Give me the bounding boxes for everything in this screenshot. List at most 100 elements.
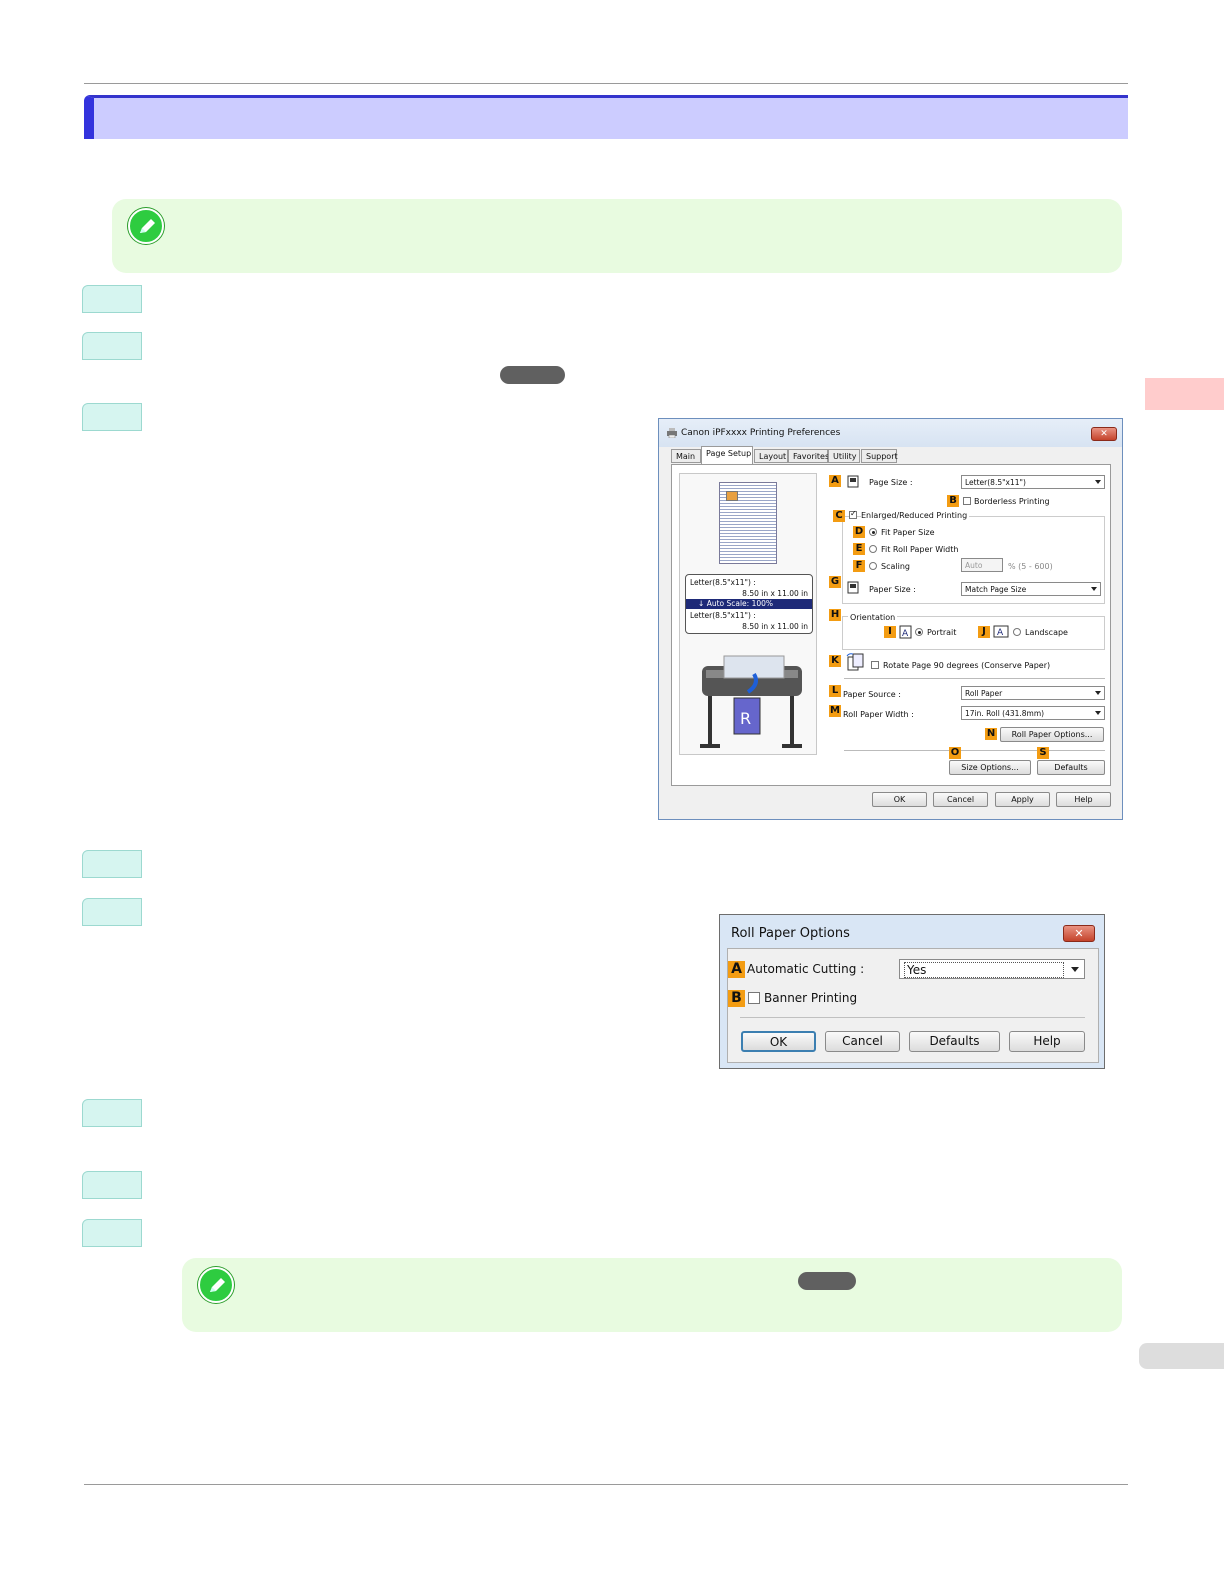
tab-main[interactable]: Main bbox=[671, 449, 701, 463]
tab-page-setup[interactable]: Page Setup bbox=[701, 446, 753, 464]
apply-button[interactable]: Apply bbox=[995, 792, 1050, 807]
chevron-down-icon bbox=[1095, 691, 1101, 695]
paper-size-value: Match Page Size bbox=[965, 585, 1027, 594]
section-header-bar bbox=[84, 95, 1128, 139]
fit-paper-size-radio[interactable] bbox=[869, 528, 877, 536]
dialog-body: A Automatic Cutting : Yes B Banner Print… bbox=[727, 948, 1099, 1063]
note-pencil-icon bbox=[198, 1267, 234, 1303]
chevron-down-icon bbox=[1095, 480, 1101, 484]
landscape-radio[interactable] bbox=[1013, 628, 1021, 636]
step-badge-6 bbox=[82, 1099, 142, 1127]
key-g: G bbox=[829, 576, 841, 588]
step-badge-1 bbox=[82, 285, 142, 313]
key-m: M bbox=[829, 705, 841, 717]
down-arrow-icon: ↓ bbox=[698, 599, 705, 608]
key-c: C bbox=[833, 510, 845, 522]
roll-width-select[interactable]: 17in. Roll (431.8mm) bbox=[961, 706, 1105, 720]
landscape-label: Landscape bbox=[1025, 628, 1068, 637]
borderless-label: Borderless Printing bbox=[974, 497, 1050, 506]
size-options-button[interactable]: Size Options... bbox=[949, 760, 1031, 775]
defaults-button[interactable]: Defaults bbox=[909, 1031, 1000, 1052]
key-l: L bbox=[829, 685, 841, 697]
banner-printing-label: Banner Printing bbox=[764, 991, 858, 1005]
chevron-down-icon bbox=[1095, 711, 1101, 715]
tab-layout[interactable]: Layout bbox=[754, 449, 788, 463]
scaling-value: Auto bbox=[965, 561, 983, 570]
step-badge-3 bbox=[82, 403, 142, 431]
paper-source-label: Paper Source : bbox=[843, 690, 901, 699]
portrait-radio[interactable] bbox=[915, 628, 923, 636]
tab-utility[interactable]: Utility bbox=[828, 449, 860, 463]
preview-output-size: Letter(8.5"x11") : bbox=[690, 611, 756, 620]
reference-link-pill[interactable] bbox=[500, 366, 565, 384]
preview-size-info: Letter(8.5"x11") : 8.50 in x 11.00 in ↓ … bbox=[685, 574, 813, 634]
enlarged-checkbox[interactable]: ✓ bbox=[849, 509, 857, 519]
cancel-button[interactable]: Cancel bbox=[825, 1031, 900, 1052]
ok-button[interactable]: OK bbox=[872, 792, 927, 807]
tab-support[interactable]: Support bbox=[861, 449, 898, 463]
auto-scale-text: Auto Scale: 100% bbox=[706, 599, 774, 608]
portrait-icon: A bbox=[899, 625, 912, 639]
note-box bbox=[112, 199, 1122, 273]
step-badge-7 bbox=[82, 1171, 142, 1199]
printing-preferences-dialog: Canon iPFxxxx Printing Preferences ✕ Mai… bbox=[658, 418, 1123, 820]
preview-output-dims: 8.50 in x 11.00 in bbox=[742, 622, 808, 631]
auto-scale-bar: ↓ Auto Scale: 100% bbox=[686, 599, 812, 609]
preview-source-size: Letter(8.5"x11") : bbox=[690, 578, 756, 587]
rotate-page-label: Rotate Page 90 degrees (Conserve Paper) bbox=[883, 661, 1051, 670]
page-preview-thumbnail bbox=[719, 482, 777, 564]
chevron-down-icon bbox=[1091, 587, 1097, 591]
banner-printing-checkbox[interactable] bbox=[748, 992, 760, 1004]
cancel-button[interactable]: Cancel bbox=[933, 792, 988, 807]
help-button[interactable]: Help bbox=[1056, 792, 1111, 807]
key-e: E bbox=[853, 543, 865, 555]
paper-size-select[interactable]: Match Page Size bbox=[961, 582, 1101, 596]
key-o: O bbox=[949, 747, 961, 759]
scaling-radio[interactable] bbox=[869, 562, 877, 570]
paper-source-value: Roll Paper bbox=[965, 689, 1003, 698]
defaults-button[interactable]: Defaults bbox=[1037, 760, 1105, 775]
page-size-select[interactable]: Letter(8.5"x11") bbox=[961, 475, 1105, 489]
fit-roll-width-radio[interactable] bbox=[869, 545, 877, 553]
landscape-icon: A bbox=[993, 625, 1009, 638]
fit-paper-size-label: Fit Paper Size bbox=[881, 528, 935, 537]
printer-illustration: R bbox=[700, 655, 802, 748]
rotate-page-checkbox[interactable] bbox=[871, 661, 879, 669]
chevron-down-icon bbox=[1071, 967, 1079, 972]
key-s: S bbox=[1037, 747, 1049, 759]
orientation-groupbox bbox=[842, 616, 1105, 650]
paper-size-label: Paper Size : bbox=[869, 585, 916, 594]
automatic-cutting-value: Yes bbox=[904, 962, 1064, 978]
help-button[interactable]: Help bbox=[1009, 1031, 1085, 1052]
close-icon[interactable]: ✕ bbox=[1091, 427, 1117, 441]
page-preview-image bbox=[726, 491, 738, 501]
bottom-rule bbox=[84, 1484, 1128, 1485]
dialog-title: Roll Paper Options bbox=[731, 926, 850, 941]
step-badge-5 bbox=[82, 898, 142, 926]
paper-source-select[interactable]: Roll Paper bbox=[961, 686, 1105, 700]
key-i: I bbox=[884, 626, 896, 638]
chapter-side-tab[interactable] bbox=[1145, 378, 1224, 410]
close-icon[interactable]: ✕ bbox=[1063, 925, 1095, 942]
scaling-input[interactable]: Auto bbox=[961, 558, 1003, 572]
step-badge-2 bbox=[82, 332, 142, 360]
reference-link-pill[interactable] bbox=[798, 1272, 856, 1290]
key-n: N bbox=[985, 728, 997, 740]
preview-source-dims: 8.50 in x 11.00 in bbox=[742, 589, 808, 598]
automatic-cutting-select[interactable]: Yes bbox=[899, 959, 1085, 979]
key-a: A bbox=[728, 961, 745, 978]
borderless-checkbox[interactable] bbox=[963, 497, 971, 505]
ok-button[interactable]: OK bbox=[741, 1031, 816, 1052]
key-h: H bbox=[829, 609, 841, 621]
svg-text:A: A bbox=[997, 628, 1004, 638]
page-setup-panel: Letter(8.5"x11") : 8.50 in x 11.00 in ↓ … bbox=[671, 464, 1111, 786]
tab-favorites[interactable]: Favorites bbox=[788, 449, 829, 463]
automatic-cutting-label: Automatic Cutting : bbox=[747, 962, 865, 976]
roll-paper-options-button[interactable]: Roll Paper Options... bbox=[1000, 727, 1104, 742]
svg-text:R: R bbox=[740, 709, 751, 728]
enlarged-label: Enlarged/Reduced Printing bbox=[861, 511, 970, 520]
step-badge-4 bbox=[82, 850, 142, 878]
page-side-tab[interactable] bbox=[1139, 1343, 1224, 1369]
dialog-titlebar: Canon iPFxxxx Printing Preferences ✕ bbox=[659, 419, 1122, 447]
enlarged-groupbox bbox=[842, 516, 1105, 604]
